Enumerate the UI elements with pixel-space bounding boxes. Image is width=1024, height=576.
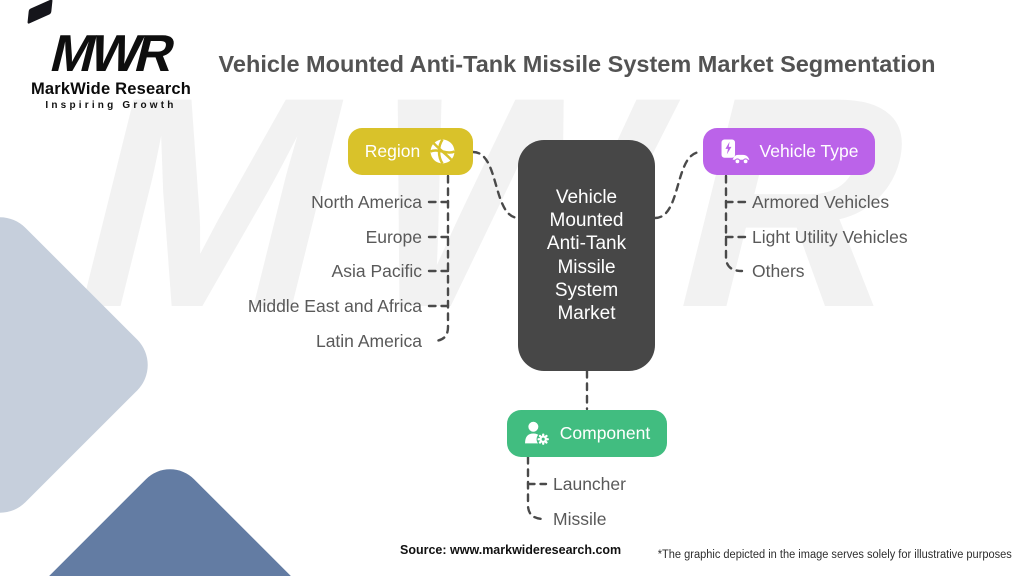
leaf-missile: Missile [553, 509, 607, 529]
leaf-middle-east-and-africa: Middle East and Africa [247, 296, 422, 316]
logo-tagline: Inspiring Growth [45, 100, 177, 112]
leaf-latin-america: Latin America [315, 331, 422, 351]
branch-node-vehicle-type: Vehicle Type [703, 128, 875, 175]
disclaimer-text: *The graphic depicted in the image serve… [657, 549, 1012, 561]
leaf-europe: Europe [365, 227, 422, 247]
leaf-north-america: North America [311, 192, 422, 212]
region-trunk-line [431, 174, 450, 343]
connector-center-to-vehicle-type [653, 150, 703, 220]
source-text: Source: www.markwideresearch.com [400, 543, 622, 557]
connector-region-to-center [471, 150, 521, 220]
center-node-label: Vehicle Mounted Anti-Tank Missile System… [546, 186, 627, 324]
leaf-asia-pacific: Asia Pacific [331, 261, 422, 281]
branch-node-component: Component [507, 410, 667, 457]
vehicle-type-trunk-line [724, 174, 744, 273]
region-label: Region [364, 141, 421, 161]
logo-name: MarkWide Research [30, 80, 192, 99]
leaf-light-utility-vehicles: Light Utility Vehicles [752, 227, 908, 247]
leaf-armored-vehicles: Armored Vehicles [752, 192, 890, 212]
leaf-others: Others [752, 261, 805, 281]
ev-charging-vehicle-icon [720, 138, 751, 165]
globe-icon [429, 138, 456, 165]
person-gear-icon [524, 421, 551, 446]
page-title: Vehicle Mounted Anti-Tank Missile System… [218, 51, 936, 77]
component-trunk-line [526, 455, 546, 521]
logo: MWR MarkWide Research Inspiring Growth [28, 25, 194, 112]
component-label: Component [559, 423, 651, 443]
center-node: Vehicle Mounted Anti-Tank Missile System… [518, 140, 655, 371]
branch-node-region: Region [348, 128, 473, 175]
vehicle-type-label: Vehicle Type [759, 141, 859, 161]
leaf-launcher: Launcher [553, 474, 626, 494]
